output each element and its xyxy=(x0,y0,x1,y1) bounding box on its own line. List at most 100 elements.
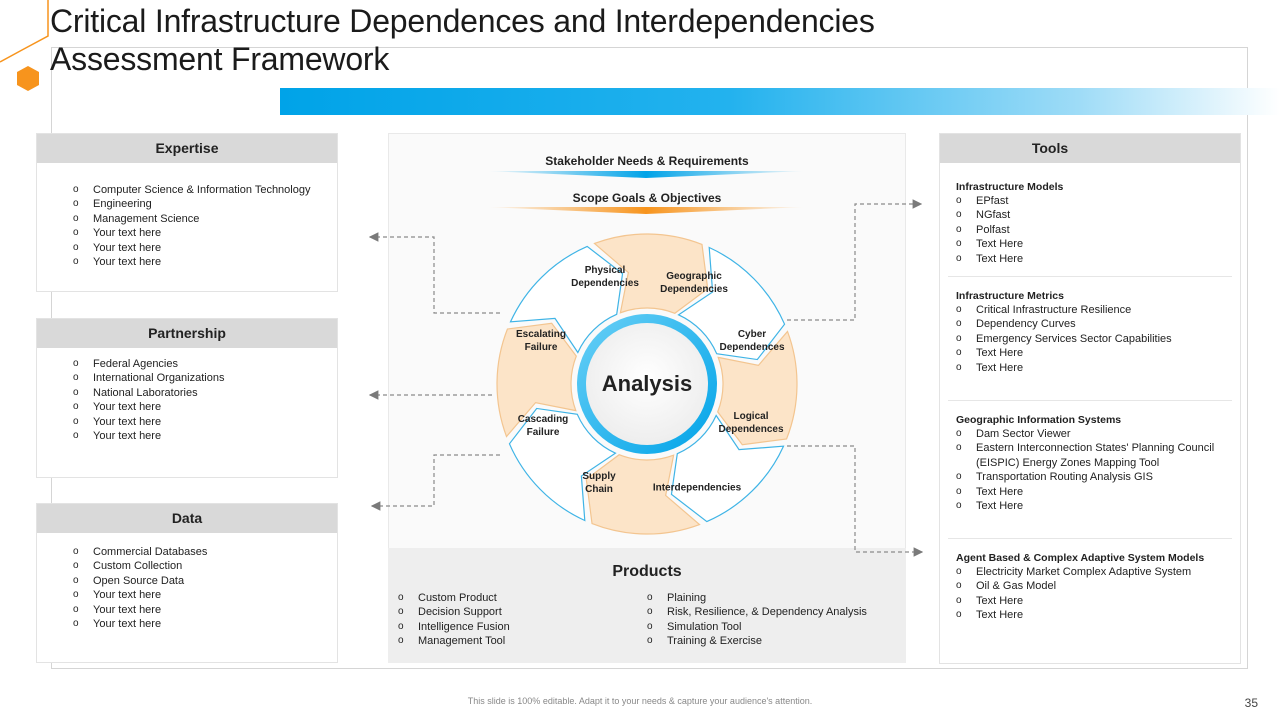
footer-note: This slide is 100% editable. Adapt it to… xyxy=(467,696,813,706)
tool-group-title: Geographic Information Systems xyxy=(956,414,1122,426)
tool-group-title: Infrastructure Models xyxy=(956,181,1064,193)
segment-cascading-line1: Cascading xyxy=(517,414,569,425)
list-item: Text Here xyxy=(956,608,1230,623)
list-item: Polfast xyxy=(956,223,1230,238)
divider xyxy=(948,276,1232,277)
stakeholder-underline xyxy=(486,171,806,178)
segment-geographic-label: Geographic Dependencies xyxy=(660,270,728,296)
list-item: Your text here xyxy=(73,617,207,632)
tool-group-gis: Geographic Information Systems Dam Secto… xyxy=(956,413,1230,514)
tools-heading: Tools xyxy=(940,134,1240,163)
segment-escalating-line2: Failure xyxy=(524,342,558,353)
list-item: Simulation Tool xyxy=(647,620,867,635)
list-item: Your text here xyxy=(73,429,224,444)
list-item: Your text here xyxy=(73,255,310,270)
tool-group-title: Infrastructure Metrics xyxy=(956,290,1064,302)
list-item: Dam Sector Viewer xyxy=(956,427,1230,442)
list-item: NGfast xyxy=(956,208,1230,223)
list-item: Custom Product xyxy=(398,591,510,606)
stakeholder-label: Stakeholder Needs & Requirements xyxy=(545,154,749,168)
list-item: Federal Agencies xyxy=(73,357,224,372)
list-item: International Organizations xyxy=(73,371,224,386)
decorative-hexagon xyxy=(0,0,49,91)
segment-supply-line1: Supply xyxy=(582,471,616,482)
segment-supply-label: Supply Chain xyxy=(582,470,615,496)
segment-logical-line1: Logical xyxy=(733,411,769,422)
partnership-heading: Partnership xyxy=(37,319,337,348)
segment-cascading-line2: Failure xyxy=(526,427,560,438)
list-item: Your text here xyxy=(73,588,207,603)
segment-supply-line2: Chain xyxy=(585,484,613,495)
list-item: Dependency Curves xyxy=(956,317,1230,332)
hub-circle xyxy=(586,323,708,445)
list-item: Training & Exercise xyxy=(647,634,867,649)
list-item: Risk, Resilience, & Dependency Analysis xyxy=(647,605,867,620)
list-item: Plaining xyxy=(647,591,867,606)
list-item: Your text here xyxy=(73,241,310,256)
tool-group-infrastructure-models: Infrastructure Models EPfast NGfast Polf… xyxy=(956,180,1230,266)
divider xyxy=(948,400,1232,401)
page-title: Critical Infrastructure Dependences and … xyxy=(50,2,875,78)
partnership-list: Federal Agencies International Organizat… xyxy=(73,357,224,444)
segment-cyber-line2: Dependences xyxy=(719,342,785,353)
list-item: EPfast xyxy=(956,194,1230,209)
list-item: National Laboratories xyxy=(73,386,224,401)
list-item: Text Here xyxy=(956,237,1230,252)
segment-physical-line2: Dependencies xyxy=(571,278,639,289)
list-item: Electricity Market Complex Adaptive Syst… xyxy=(956,565,1230,580)
page-number: 35 xyxy=(1244,696,1258,710)
expertise-panel: Expertise Computer Science & Information… xyxy=(36,133,338,292)
list-item: Management Tool xyxy=(398,634,510,649)
segment-escalating-line1: Escalating xyxy=(515,329,567,340)
products-right-list: Plaining Risk, Resilience, & Dependency … xyxy=(647,591,867,649)
segment-physical-line1: Physical xyxy=(584,265,626,276)
list-item: Emergency Services Sector Capabilities xyxy=(956,332,1230,347)
list-item: Your text here xyxy=(73,603,207,618)
list-item: Text Here xyxy=(956,594,1230,609)
segment-cyber xyxy=(717,330,798,446)
segment-physical xyxy=(593,233,709,314)
list-item: Custom Collection xyxy=(73,559,207,574)
data-list: Commercial Databases Custom Collection O… xyxy=(73,545,207,632)
list-item: Intelligence Fusion xyxy=(398,620,510,635)
list-item: Computer Science & Information Technolog… xyxy=(73,183,310,198)
scope-label: Scope Goals & Objectives xyxy=(572,191,722,205)
tool-group-agent-based-models: Agent Based & Complex Adaptive System Mo… xyxy=(956,551,1230,623)
segment-interdependencies xyxy=(585,454,701,535)
page-title-line2: Assessment Framework xyxy=(50,41,390,77)
list-item: Your text here xyxy=(73,400,224,415)
list-item: Text Here xyxy=(956,346,1230,361)
list-item: Your text here xyxy=(73,226,310,241)
tool-group-infrastructure-metrics: Infrastructure Metrics Critical Infrastr… xyxy=(956,289,1230,375)
expertise-list: Computer Science & Information Technolog… xyxy=(73,183,310,270)
expertise-heading: Expertise xyxy=(37,134,337,163)
list-item: Your text here xyxy=(73,415,224,430)
segment-supply xyxy=(508,407,617,522)
list-item: Decision Support xyxy=(398,605,510,620)
list-item: Open Source Data xyxy=(73,574,207,589)
products-left-list: Custom Product Decision Support Intellig… xyxy=(398,591,510,649)
data-panel: Data Commercial Databases Custom Collect… xyxy=(36,503,338,663)
divider xyxy=(948,538,1232,539)
partnership-panel: Partnership Federal Agencies Internation… xyxy=(36,318,338,478)
analysis-cycle-diagram xyxy=(496,233,798,535)
segment-interdependencies-line1: Interdependencies xyxy=(652,482,742,494)
segment-escalating xyxy=(509,245,624,354)
list-item: Text Here xyxy=(956,485,1230,500)
accent-bar xyxy=(280,88,1280,115)
segment-geographic xyxy=(677,246,786,361)
segment-logical-label: Logical Dependences xyxy=(718,410,783,436)
segment-cascading xyxy=(496,322,577,438)
list-item: Critical Infrastructure Resilience xyxy=(956,303,1230,318)
analysis-hub-label: Analysis xyxy=(601,371,693,396)
scope-underline xyxy=(486,207,806,214)
segment-geographic-line1: Geographic xyxy=(666,271,722,282)
list-item: Engineering xyxy=(73,197,310,212)
list-item: Text Here xyxy=(956,361,1230,376)
products-panel: Products Custom Product Decision Support… xyxy=(388,548,906,663)
list-item: Eastern Interconnection States' Planning… xyxy=(956,441,1230,470)
segment-cyber-label: Cyber Dependences xyxy=(719,328,784,354)
list-item: Text Here xyxy=(956,499,1230,514)
list-item: Commercial Databases xyxy=(73,545,207,560)
segment-physical-label: Physical Dependencies xyxy=(571,264,639,290)
